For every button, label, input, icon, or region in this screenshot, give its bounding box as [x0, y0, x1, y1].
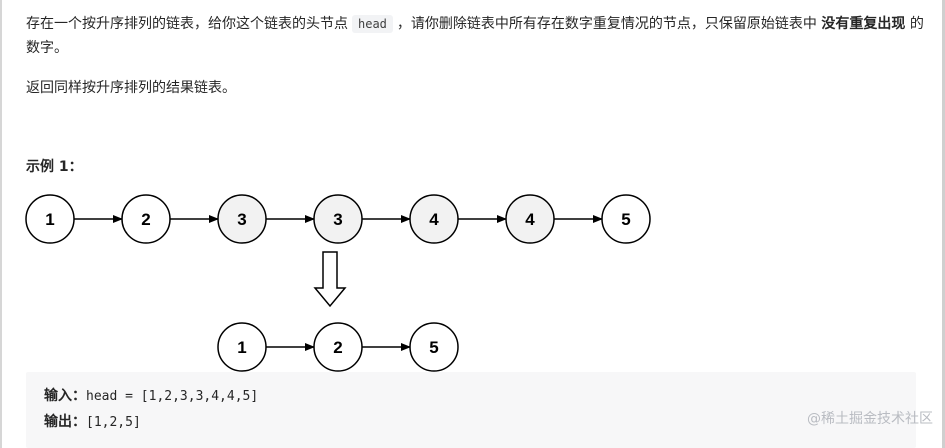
example-io-block: 输入：head = [1,2,3,3,4,4,5] 输出：[1,2,5]: [26, 372, 916, 448]
watermark: @稀土掘金技术社区: [807, 411, 933, 427]
down-arrow-icon: [313, 251, 347, 308]
example-title: 示例 1：: [26, 159, 83, 175]
output-list-row: 1 2 5: [217, 322, 459, 372]
desc-strong: 没有重复出现: [821, 16, 906, 32]
input-list-node: [601, 194, 651, 244]
left-border: [0, 0, 2, 448]
input-list-node-value: 2: [141, 210, 150, 229]
input-label: 输入：: [44, 388, 86, 404]
input-list-node-value: 4: [525, 210, 535, 229]
input-list-node: [217, 194, 267, 244]
input-list-node-value: 1: [45, 210, 54, 229]
output-list-node-value: 5: [429, 338, 438, 357]
output-list-node: [313, 322, 363, 372]
input-list-node: [313, 194, 363, 244]
desc-text-2: ，请你删除链表中所有存在数字重复情况的节点，只保留原始链表中: [396, 16, 817, 32]
input-list-node-value: 3: [237, 210, 246, 229]
input-list-node-value: 5: [621, 210, 630, 229]
input-list-row: 1 2 3 3 4 4 5: [25, 194, 651, 244]
input-list-node-value: 4: [429, 210, 439, 229]
input-list-node-value: 3: [333, 210, 342, 229]
input-line: 输入：head = [1,2,3,3,4,4,5]: [44, 386, 258, 407]
output-line: 输出：[1,2,5]: [44, 412, 141, 433]
output-label: 输出：: [44, 414, 86, 430]
input-value: head = [1,2,3,3,4,4,5]: [86, 389, 259, 404]
desc-text-1: 存在一个按升序排列的链表，给你这个链表的头节点: [26, 16, 348, 32]
output-value: [1,2,5]: [86, 415, 141, 430]
output-list-node: [409, 322, 459, 372]
output-list-node-value: 2: [333, 338, 342, 357]
output-list-node: [217, 322, 267, 372]
output-list-node-value: 1: [237, 338, 246, 357]
right-scrollbar[interactable]: [942, 0, 945, 448]
desc-text-3: 的数字。: [26, 16, 924, 56]
input-list-node: [25, 194, 75, 244]
transform-arrow: [313, 251, 347, 308]
problem-return-note: 返回同样按升序排列的结果链表。: [26, 80, 236, 96]
input-list-node: [409, 194, 459, 244]
input-list-node: [121, 194, 171, 244]
input-list-node: [505, 194, 555, 244]
inline-code-head: head: [352, 15, 393, 33]
